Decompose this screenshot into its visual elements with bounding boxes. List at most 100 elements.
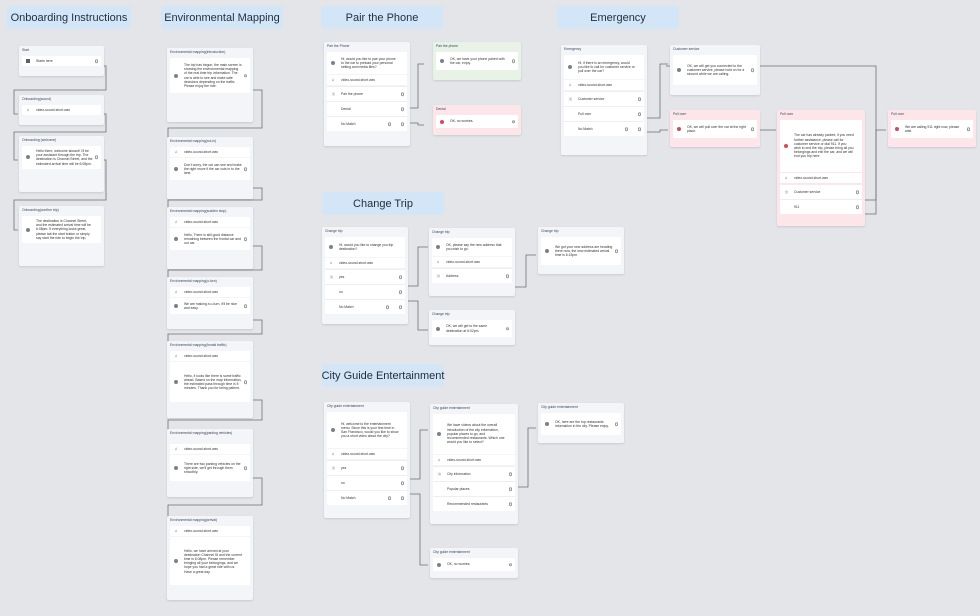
output-port[interactable] — [243, 466, 247, 470]
option-yes[interactable]: ⤨yes — [325, 269, 405, 285]
output-port[interactable] — [637, 97, 641, 101]
help-icon — [387, 122, 391, 126]
output-port[interactable] — [400, 107, 404, 111]
node-env-intro[interactable]: Environmental mapping(introduction) The … — [167, 48, 253, 122]
output-port[interactable] — [855, 205, 859, 209]
speech-icon — [26, 227, 30, 232]
output-port[interactable] — [508, 487, 512, 491]
output-port[interactable] — [243, 380, 247, 384]
speech-icon — [174, 304, 178, 309]
output-port[interactable] — [511, 119, 515, 124]
option-city-information[interactable]: ⤨City information — [433, 466, 515, 482]
node-change-trip-yes[interactable]: Change trip OK, please say the new addre… — [429, 228, 515, 296]
option-denial[interactable]: Denial — [327, 101, 407, 117]
node-emergency-customer-service[interactable]: Customer service OK, we will get you con… — [670, 45, 760, 95]
node-city-guide-no[interactable]: City guide entertainment OK, no worries. — [430, 548, 518, 578]
output-port[interactable] — [614, 422, 618, 426]
output-port[interactable] — [400, 122, 404, 126]
output-port[interactable] — [243, 304, 247, 308]
node-city-guide-yes[interactable]: City guide entertainment We have videos … — [430, 404, 518, 524]
node-pair-phone[interactable]: Pair the Phone Hi, would you like to pai… — [324, 42, 410, 146]
option-yes[interactable]: ⤨yes — [327, 460, 407, 476]
node-start[interactable]: Start Starts here — [19, 46, 104, 76]
output-port[interactable] — [94, 59, 98, 63]
option-address[interactable]: ⤨Address — [432, 268, 512, 284]
option-no-match[interactable]: No Match — [327, 490, 407, 506]
node-onboarding-welcome[interactable]: Onboarding (welcome) Hello there, welcom… — [19, 136, 104, 192]
output-port[interactable] — [508, 472, 512, 476]
node-text: OK, no worries. — [450, 119, 474, 124]
output-port[interactable] — [400, 92, 404, 96]
option-label: Address — [446, 274, 459, 279]
output-port[interactable] — [855, 190, 859, 194]
output-port[interactable] — [505, 274, 509, 278]
option-recommended-restaurants[interactable]: Recommended restaurants — [433, 496, 515, 512]
output-port[interactable] — [637, 112, 641, 116]
option-no-match[interactable]: No Match — [564, 121, 644, 137]
node-env-frontal-traffic[interactable]: Environmental mapping(frontal traffic) ♫… — [167, 341, 253, 418]
output-port[interactable] — [505, 326, 509, 331]
node-env-arrival[interactable]: Environmental mapping(arrival) ♫video-so… — [167, 516, 253, 600]
node-title: Environmental mapping(cut-in) — [170, 139, 217, 143]
option-pull-over[interactable]: Pull over — [564, 106, 644, 122]
node-onboarding-sound[interactable]: Onboarding(sound) ♫video-sound-short.wav — [19, 95, 104, 125]
output-port[interactable] — [614, 249, 618, 253]
node-text: The car has already parked, if you need … — [794, 133, 854, 159]
output-port[interactable] — [398, 305, 402, 309]
option-no-match[interactable]: No Match — [327, 116, 407, 132]
node-title: Change trip — [325, 229, 343, 233]
option-no[interactable]: no — [327, 475, 407, 491]
node-env-parking[interactable]: Environmental mapping(parking vehicles) … — [167, 429, 253, 497]
node-pair-yes[interactable]: Pair the phone OK, we have your phone pa… — [433, 42, 521, 80]
node-change-trip-address[interactable]: Change trip We got your new address are … — [538, 227, 624, 274]
help-icon — [624, 127, 628, 131]
output-port[interactable] — [243, 73, 247, 78]
option-customer-service[interactable]: ⤨Customer service — [564, 91, 644, 107]
node-emergency[interactable]: Emergency Hi, if there is an emergency, … — [561, 45, 647, 155]
output-port[interactable] — [511, 59, 515, 63]
output-port[interactable] — [750, 68, 754, 72]
music-note-icon: ♫ — [174, 219, 178, 225]
option-no[interactable]: no — [325, 284, 405, 300]
output-port[interactable] — [508, 562, 512, 567]
node-emergency-call-911[interactable]: Pull over We are calling 911 right now, … — [888, 110, 976, 147]
output-port[interactable] — [637, 127, 641, 131]
node-title: City guide entertainment — [327, 404, 364, 408]
output-port[interactable] — [508, 502, 512, 506]
node-env-sudden-stop[interactable]: Environmental mapping(sudden stop) ♫vide… — [167, 207, 253, 269]
node-pair-denial[interactable]: Denial OK, no worries. — [433, 105, 521, 135]
option-pair-the-phone[interactable]: ⤨Pair the phone — [327, 86, 407, 102]
node-city-guide-restaurants[interactable]: City guide entertainment OK, here are th… — [538, 403, 624, 443]
option-no-match[interactable]: No Match — [325, 299, 405, 315]
node-title: Environmental mapping(sudden stop) — [170, 209, 227, 213]
option-911[interactable]: 911 — [780, 199, 862, 215]
node-title: Environmental mapping(frontal traffic) — [170, 343, 227, 347]
output-port[interactable] — [400, 481, 404, 485]
node-title: Pull over — [780, 112, 794, 116]
option-popular-places[interactable]: Popular places — [433, 481, 515, 497]
node-city-guide[interactable]: City guide entertainment Hi, welcome to … — [324, 402, 410, 518]
output-port[interactable] — [400, 466, 404, 470]
node-emergency-pull-over[interactable]: Pull over OK, we will pull over the car … — [670, 110, 760, 147]
output-port[interactable] — [398, 290, 402, 294]
output-port[interactable] — [243, 237, 247, 241]
option-customer-service[interactable]: ⤨Customer service — [780, 184, 862, 200]
output-port[interactable] — [750, 127, 754, 131]
node-env-uturn[interactable]: Environmental mapping(u-turn) ♫video-sou… — [167, 277, 253, 329]
audio-file: video-sound-short.wav — [184, 447, 219, 451]
output-port[interactable] — [243, 167, 247, 171]
output-port[interactable] — [966, 127, 970, 131]
node-emergency-pull-over-parked[interactable]: Pull over The car has already parked, if… — [777, 110, 865, 226]
node-onboarding-confirm[interactable]: Onboarding(confirm trip) The destination… — [19, 206, 104, 266]
output-port[interactable] — [94, 155, 98, 160]
output-port[interactable] — [398, 275, 402, 279]
speech-icon — [437, 562, 441, 567]
audio-file: video-sound-short.wav — [446, 260, 481, 264]
node-env-cutin[interactable]: Environmental mapping(cut-in) ♫video-sou… — [167, 137, 253, 199]
node-change-trip[interactable]: Change trip Hi, would you like to change… — [322, 227, 408, 324]
node-text: Don't worry, the car can see and make th… — [184, 162, 242, 176]
node-change-trip-no[interactable]: Change trip OK, we will get to the same … — [429, 310, 515, 345]
output-port[interactable] — [400, 496, 404, 500]
node-title: Denial — [436, 107, 446, 111]
